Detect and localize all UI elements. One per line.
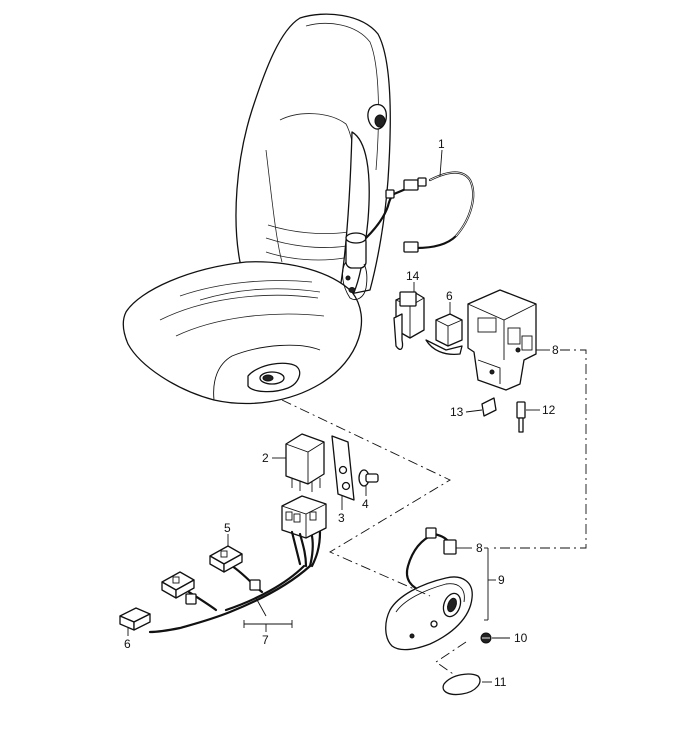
harness-connector bbox=[161, 571, 195, 599]
part-13-cap bbox=[465, 397, 497, 417]
part-3-bracket bbox=[331, 435, 355, 510]
callout-2: 2 bbox=[262, 451, 269, 465]
callout-7: 7 bbox=[262, 633, 269, 647]
callout-1: 1 bbox=[438, 137, 445, 151]
callout-6-upper: 6 bbox=[446, 289, 453, 303]
callout-8-upper: 8 bbox=[552, 343, 559, 357]
callout-5: 5 bbox=[224, 521, 231, 535]
callout-3: 3 bbox=[338, 511, 345, 525]
callout-9: 9 bbox=[498, 573, 505, 587]
part-9-switch-assembly bbox=[385, 527, 496, 651]
callout-4: 4 bbox=[362, 497, 369, 511]
part-4-screw bbox=[358, 469, 379, 496]
part-14-connector bbox=[393, 282, 425, 350]
part-11-cover bbox=[442, 673, 492, 696]
callout-12: 12 bbox=[542, 403, 556, 417]
part-6-connector-upper bbox=[425, 302, 463, 356]
callout-10: 10 bbox=[514, 631, 528, 645]
part-6-connector-lower bbox=[119, 607, 151, 636]
seat-illustration bbox=[122, 13, 391, 405]
callout-8-lower: 8 bbox=[476, 541, 483, 555]
callout-numbers: 1 14 6 8 13 12 2 3 4 5 8 9 7 6 10 11 bbox=[124, 137, 559, 689]
part-2-relay bbox=[272, 433, 325, 492]
reference-lines bbox=[281, 349, 587, 677]
part-10-screw bbox=[480, 632, 510, 644]
callout-6-lower: 6 bbox=[124, 637, 131, 651]
callout-14: 14 bbox=[406, 269, 420, 283]
part-8-control-unit bbox=[467, 289, 550, 391]
part-12-pin bbox=[516, 401, 540, 433]
part-7-harness bbox=[148, 495, 327, 634]
callout-11: 11 bbox=[494, 675, 507, 689]
part-1-wiring-harness bbox=[364, 149, 475, 253]
callout-13: 13 bbox=[450, 405, 464, 419]
part-5-connector bbox=[209, 534, 243, 573]
